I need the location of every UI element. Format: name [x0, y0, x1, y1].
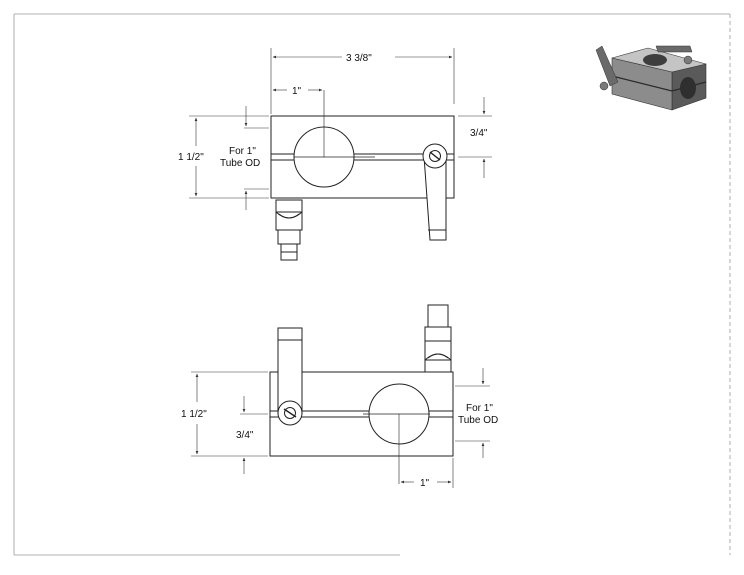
top-dim-overall-width	[270, 48, 455, 114]
top-view: 3 3/8" 1" 1 1/2" For 1" Tube OD	[178, 48, 492, 261]
bottom-dim-bore-offset	[400, 458, 454, 488]
top-right-lever	[422, 143, 448, 241]
bottom-left-lever	[277, 327, 303, 426]
isometric-clamp-render	[595, 45, 707, 111]
top-dim-overall-width-label: 3 3/8"	[346, 53, 372, 64]
bottom-bore	[363, 383, 430, 484]
bottom-note-line2: Tube OD	[458, 415, 498, 426]
top-dim-bore-offset-label: 1"	[292, 86, 302, 97]
top-dim-height	[189, 115, 269, 199]
top-bore	[293, 90, 375, 188]
bottom-note-line1: For 1"	[466, 403, 493, 414]
sheet-border	[13, 13, 731, 556]
top-note-line2: Tube OD	[220, 158, 260, 169]
bottom-dim-height-label: 1 1/2"	[181, 409, 207, 420]
top-dim-height-label: 1 1/2"	[178, 152, 204, 163]
bottom-dim-slot-left-label: 3/4"	[236, 430, 254, 441]
top-dim-slot-right-label: 3/4"	[470, 128, 488, 139]
top-dim-slot-right	[458, 97, 492, 178]
bottom-dim-height	[191, 371, 268, 457]
bottom-view: 1 1/2" 3/4" For 1" Tube OD 1"	[181, 304, 498, 489]
top-dim-slot-left	[244, 106, 269, 210]
top-left-lever	[275, 199, 303, 261]
bottom-dim-bore-offset-label: 1"	[420, 478, 430, 489]
bottom-dim-slot-right	[455, 368, 490, 458]
bottom-right-lever	[424, 304, 452, 373]
top-note-line1: For 1"	[229, 146, 256, 157]
bottom-dim-slot-left	[240, 396, 268, 474]
